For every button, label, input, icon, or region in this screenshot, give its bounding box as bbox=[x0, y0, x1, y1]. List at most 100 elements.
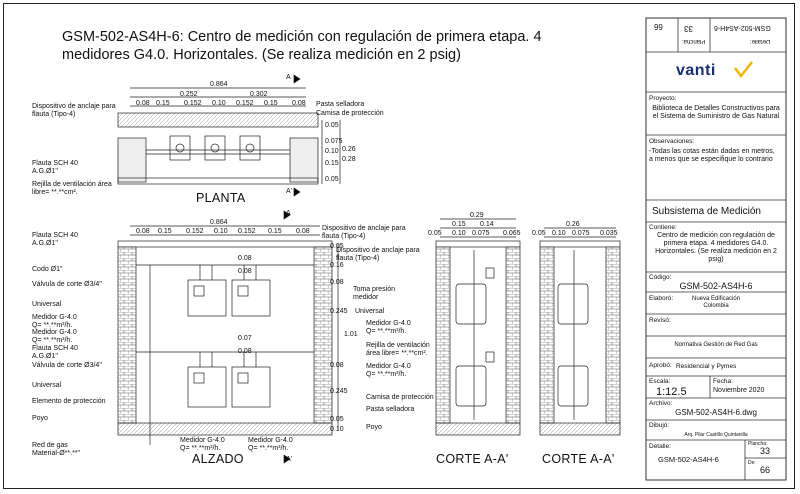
alzado-rdim-1: 0.16 bbox=[330, 262, 344, 269]
alzado-dim-2: 0.152 bbox=[186, 228, 204, 235]
aprobo-label: Aprobó: bbox=[649, 362, 672, 369]
plancha-top-value: 33 bbox=[684, 24, 693, 33]
planta-vdim-0: 0.05 bbox=[325, 122, 339, 129]
alzado-codo-label: Codo Ø1" bbox=[32, 266, 63, 273]
observaciones-value: -Todas las cotas están dadas en metros, … bbox=[649, 148, 775, 163]
detalle-bottom-value: GSM-502-AS4H-6 bbox=[658, 455, 719, 464]
alzado-toma-label: Toma presión medidor bbox=[353, 286, 396, 301]
alzado-elemento-label: Elemento de protección bbox=[32, 398, 106, 405]
planta-sub1-dim: 0.252 bbox=[180, 91, 198, 98]
planta-camisa-label: Camisa de protección bbox=[316, 110, 384, 117]
alzado-universal-mid-label: Universal bbox=[32, 382, 62, 389]
aprobo-value: Residencial y Pymes bbox=[676, 363, 737, 370]
section-mark-a-prime-alzado: A' bbox=[286, 456, 293, 463]
plancha-bottom-value: 33 bbox=[760, 446, 771, 456]
proyecto-value: Biblioteca de Detalles Constructivos par… bbox=[652, 105, 780, 120]
archivo-label: Archivo: bbox=[649, 400, 673, 407]
section-mark-a-planta: A bbox=[286, 74, 291, 81]
elaboro-value: Nueva Edificación Colombia bbox=[691, 296, 741, 309]
alzado-dim-6: 0.08 bbox=[296, 228, 310, 235]
title-block-grid bbox=[646, 18, 786, 480]
elaboro-label: Elaboró: bbox=[649, 295, 674, 302]
planta-dim-3: 0.10 bbox=[212, 100, 226, 107]
corte1-dim-2: 0.075 bbox=[472, 230, 490, 237]
planta-flauta-label: Flauta SCH 40 A.G.Ø1" bbox=[32, 160, 78, 175]
alzado-flauta-top-label: Flauta SCH 40 A.G.Ø1" bbox=[32, 232, 78, 247]
alzado-medidor-r1-label: Medidor G-4.0 Q= **.**m³/h. bbox=[366, 320, 411, 335]
planta-sub2-dim: 0.302 bbox=[250, 91, 268, 98]
corte1-sub-1: 0.14 bbox=[480, 221, 494, 228]
planta-dim-1: 0.15 bbox=[156, 100, 170, 107]
alzado-red-label: Red de gas Material-Ø**.**" bbox=[32, 442, 80, 457]
alzado-inner-2: 0.07 bbox=[238, 335, 252, 342]
alzado-pasta-label: Pasta selladora bbox=[366, 406, 415, 413]
detalle-top-label: Detalle: bbox=[750, 38, 771, 44]
alzado-dim-1: 0.15 bbox=[158, 228, 172, 235]
proyecto-label: Proyecto: bbox=[649, 95, 677, 102]
reviso-label: Revisó: bbox=[649, 317, 671, 324]
planta-total-dim: 0.864 bbox=[210, 81, 228, 88]
plancha-top-label: Plancha: bbox=[682, 38, 706, 44]
alzado-rdim-5: 0.245 bbox=[330, 388, 348, 395]
corte2-dim-2: 0.075 bbox=[572, 230, 590, 237]
alzado-medidor-1-label: Medidor G-4.0 Q= **.**m³/h. bbox=[32, 314, 77, 329]
corte1-dim-0: 0.05 bbox=[428, 230, 442, 237]
corte1-sub-0: 0.15 bbox=[452, 221, 466, 228]
corte2-view-title: CORTE A-A' bbox=[542, 452, 615, 466]
contiene-label: Contiene: bbox=[649, 224, 677, 231]
codigo-label: Código: bbox=[649, 274, 672, 281]
alzado-valvula-top-label: Válvula de corte Ø3/4" bbox=[32, 281, 102, 288]
alzado-universal-top-label: Universal bbox=[32, 301, 62, 308]
planta-vdim-2: 0.10 bbox=[325, 148, 339, 155]
planta-pasta-label: Pasta selladora bbox=[316, 101, 365, 108]
planta-dim-2: 0.152 bbox=[184, 100, 202, 107]
alzado-flauta-mid-label: Flauta SCH 40 A.G.Ø1" bbox=[32, 345, 78, 360]
observaciones-label: Observaciones: bbox=[649, 138, 695, 145]
alzado-valvula-mid-label: Válvula de corte Ø3/4" bbox=[32, 362, 102, 369]
planta-dispositivo-label: Dispositivo de anclaje para flauta (Tipo… bbox=[32, 103, 116, 118]
alzado-inner-1: 0.08 bbox=[238, 268, 252, 275]
alzado-poyo-label: Poyo bbox=[32, 415, 48, 422]
planta-dim-0: 0.08 bbox=[136, 100, 150, 107]
detalle-top-value: GSM-502-AS4H-6 bbox=[714, 24, 771, 31]
escala-value: 1:12.5 bbox=[656, 386, 687, 398]
alzado-medidor-r2-label: Medidor G-4.0 Q= **.**m³/h. bbox=[366, 363, 411, 378]
corte2-dim-1: 0.10 bbox=[552, 230, 566, 237]
plancha-bottom-label: Plancha: bbox=[748, 441, 768, 447]
corte1-view bbox=[435, 218, 521, 436]
reviso-value: Normativa Gestión de Red Gas bbox=[674, 342, 758, 348]
section-mark-a-alzado: A bbox=[286, 210, 291, 217]
planta-vdim2-1: 0.28 bbox=[342, 156, 356, 163]
alzado-dim-3: 0.10 bbox=[214, 228, 228, 235]
corte2-dim-3: 0.035 bbox=[600, 230, 618, 237]
alzado-medidor-b2-label: Medidor G-4.0 Q= **.**m³/h. bbox=[248, 437, 293, 452]
corte2-view bbox=[539, 227, 621, 436]
escala-label: Escala: bbox=[649, 378, 671, 385]
corte2-dim-0: 0.05 bbox=[532, 230, 546, 237]
planta-vdim2-0: 0.26 bbox=[342, 146, 356, 153]
planta-vdim-3: 0.15 bbox=[325, 160, 339, 167]
alzado-dim-0: 0.08 bbox=[136, 228, 150, 235]
corte1-dim-3: 0.065 bbox=[503, 230, 521, 237]
de-label: De: bbox=[748, 460, 756, 466]
de-value: 66 bbox=[760, 465, 771, 475]
planta-view bbox=[117, 74, 341, 197]
title-block-frame bbox=[645, 17, 787, 481]
vanti-logo: vanti bbox=[676, 62, 716, 79]
alzado-rdim-4: 0.08 bbox=[330, 362, 344, 369]
contiene-value: Centro de medición con regulación de pri… bbox=[655, 232, 777, 263]
drawing-title: GSM-502-AS4H-6: Centro de medición con r… bbox=[62, 29, 542, 63]
alzado-inner-3: 0.08 bbox=[238, 348, 252, 355]
planta-rejilla-label: Rejilla de ventilación área libre= **.**… bbox=[32, 181, 112, 196]
alzado-view-title: ALZADO bbox=[192, 452, 244, 466]
corte1-view-title: CORTE A-A' bbox=[436, 452, 509, 466]
alzado-dim-5: 0.15 bbox=[268, 228, 282, 235]
alzado-medidor-b1-label: Medidor G-4.0 Q= **.**m³/h. bbox=[180, 437, 225, 452]
alzado-dim-4: 0.152 bbox=[238, 228, 256, 235]
codigo-value: GSM-502-AS4H-6 bbox=[679, 281, 753, 291]
fecha-value: Noviembre 2020 bbox=[713, 387, 765, 394]
alzado-inner-0: 0.08 bbox=[238, 255, 252, 262]
dibujo-label: Dibujó: bbox=[649, 422, 670, 429]
